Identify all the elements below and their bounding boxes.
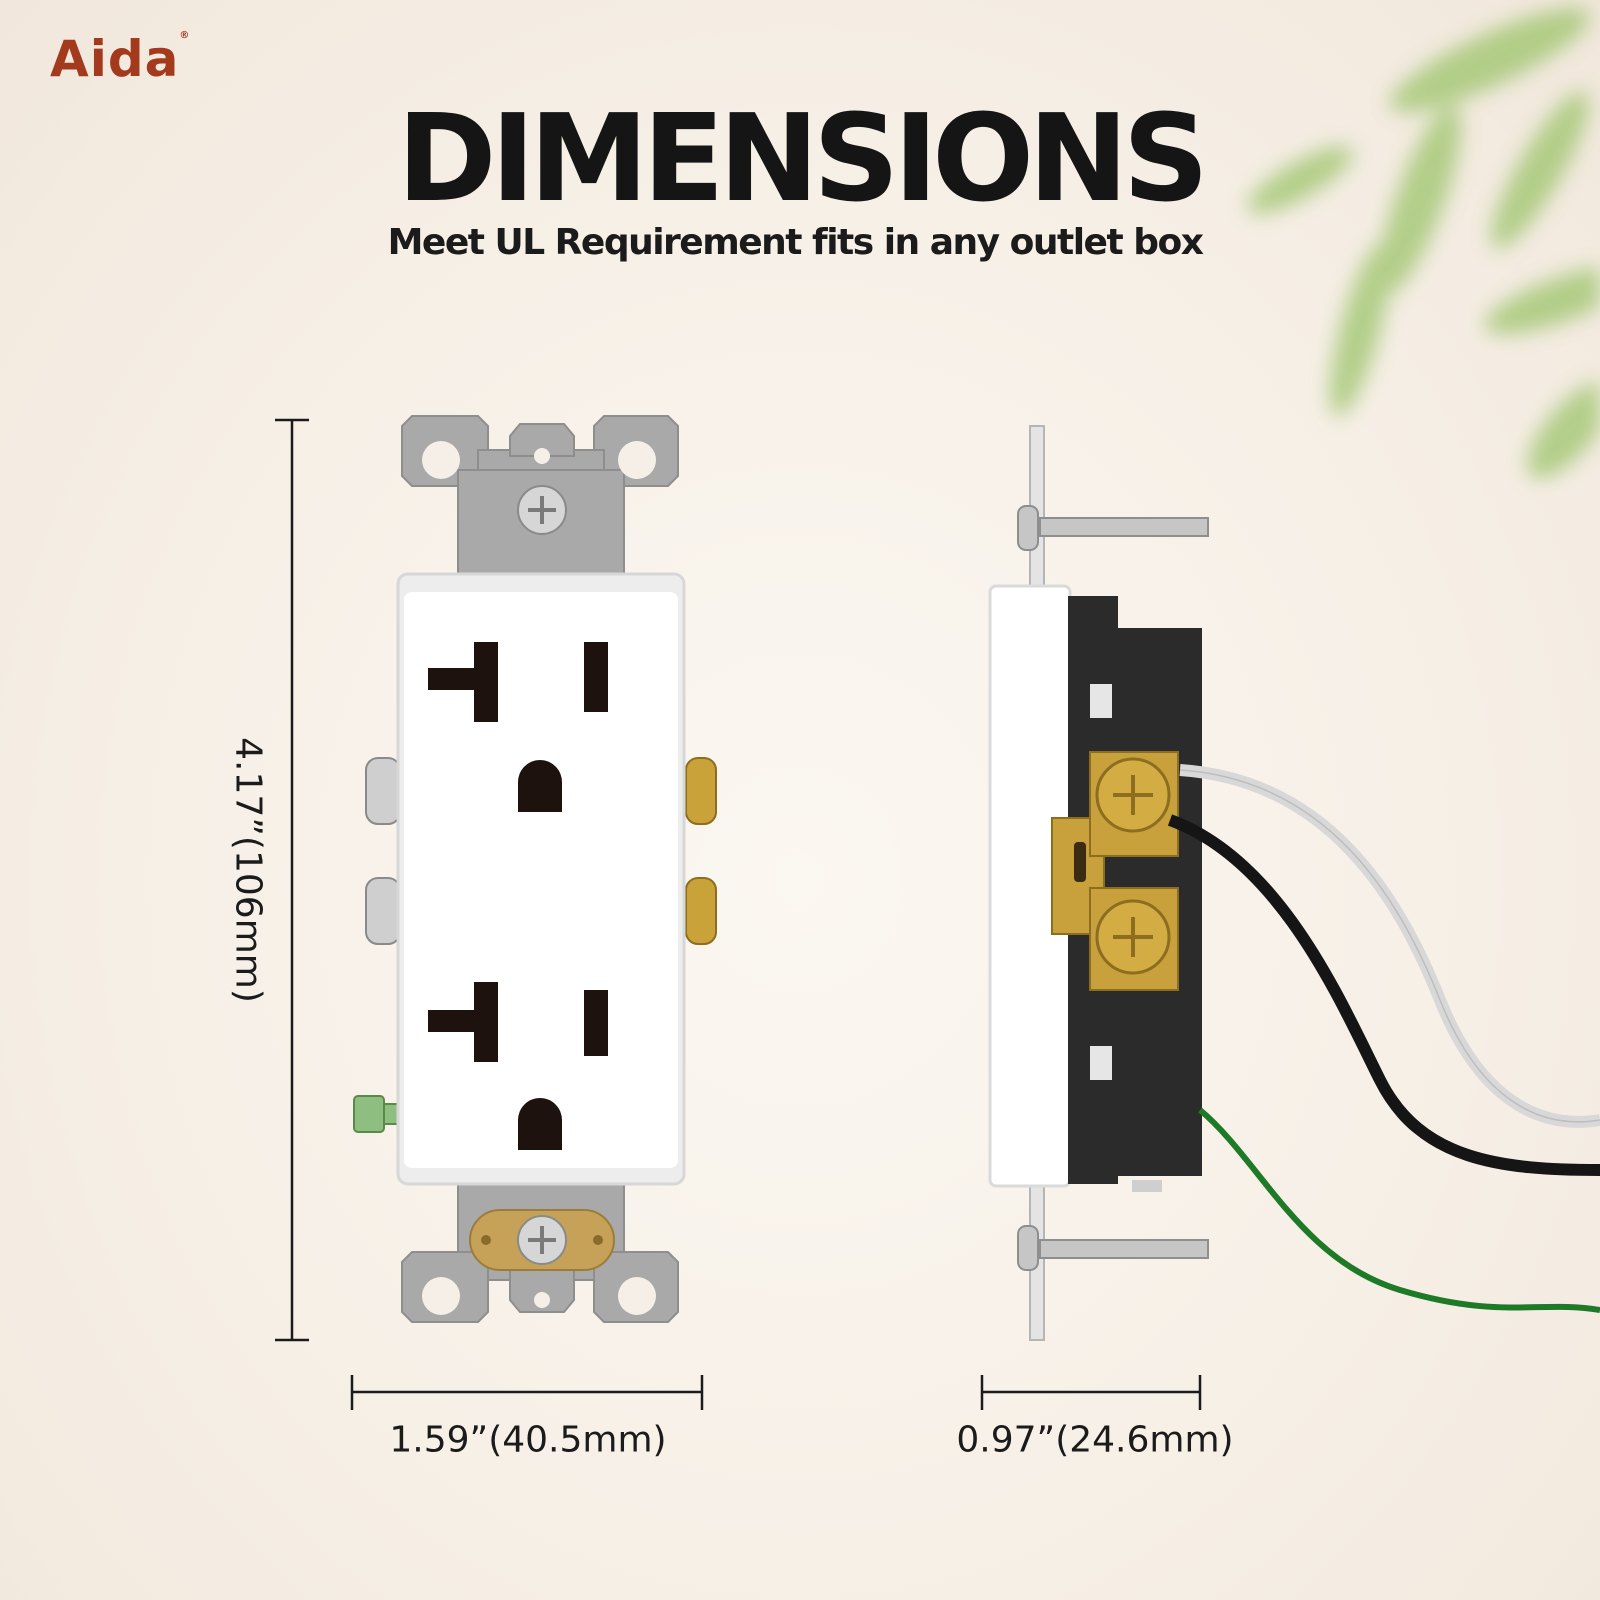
- depth-dimension-label: 0.97”(24.6mm): [956, 1419, 1234, 1461]
- height-dimension-label: 4.17”(106mm): [227, 737, 269, 1003]
- white-wire: [1179, 764, 1600, 1128]
- leaf-decoration: [1247, 7, 1600, 479]
- page-title: DIMENSIONS: [396, 90, 1209, 229]
- brass-terminal-screws: [685, 757, 717, 945]
- width-dimension-line: [350, 1375, 704, 1410]
- brand-logo: Aida®: [50, 30, 191, 88]
- outlet-side-view: [988, 425, 1600, 1341]
- outlet-front-view: [353, 415, 717, 1323]
- top-mounting-strap: [401, 415, 679, 591]
- mounting-screws: [1017, 505, 1209, 1271]
- page-subtitle: Meet UL Requirement fits in any outlet b…: [387, 222, 1204, 263]
- black-wire: [1167, 814, 1600, 1176]
- top-outlet: [428, 642, 608, 812]
- silver-terminal-screws: [365, 757, 401, 945]
- depth-dimension-line: [980, 1375, 1202, 1410]
- height-dimension-line: [275, 418, 309, 1342]
- bottom-outlet: [428, 982, 608, 1150]
- green-ground-screw: [353, 1095, 399, 1133]
- width-dimension-label: 1.59”(40.5mm): [389, 1419, 667, 1461]
- green-wire: [1198, 1107, 1600, 1313]
- white-wire-outline: [1179, 769, 1600, 1123]
